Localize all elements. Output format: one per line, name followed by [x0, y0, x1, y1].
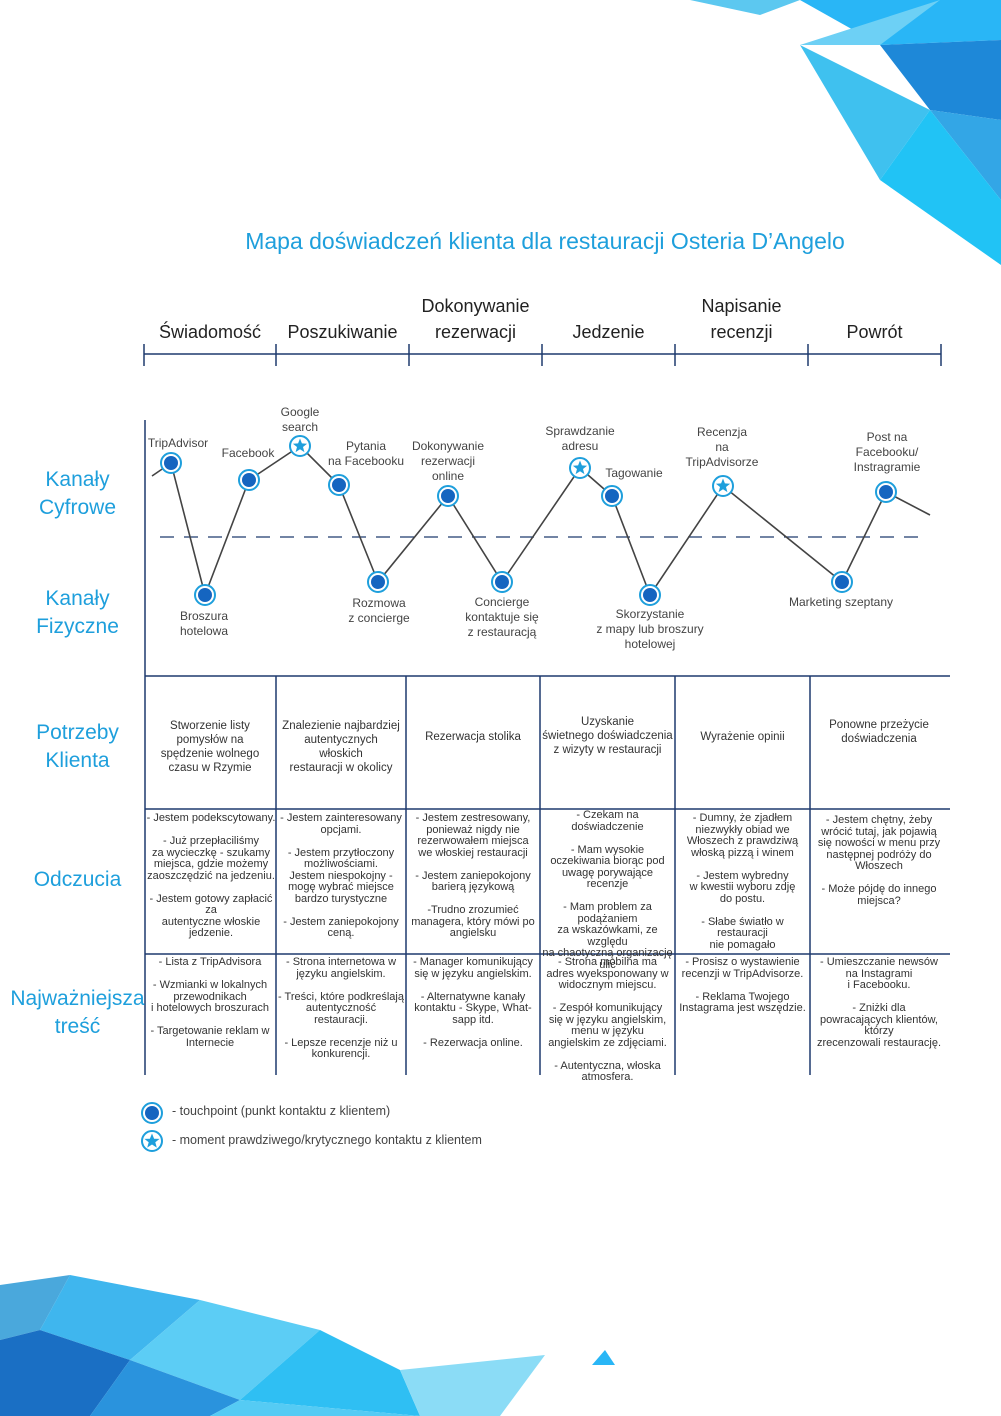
touchpoint-label: Sprawdzanie adresu	[545, 424, 615, 453]
page-title: Mapa doświadczeń klienta dla restauracji…	[245, 228, 845, 254]
polygon-shape	[880, 40, 1001, 120]
need-cell: Uzyskanie świetnego doświadczenia z wizy…	[542, 716, 673, 756]
need-cell: Stworzenie listy pomysłów na spędzenie w…	[160, 720, 260, 774]
stage-header: Powrót	[846, 322, 903, 342]
polygon-shape	[40, 1275, 200, 1360]
stage-header: Napisanie recenzji	[701, 296, 782, 342]
legend-touchpoint-text: - touchpoint (punkt kontaktu z klientem)	[172, 1104, 391, 1118]
touchpoint-label: Tagowanie	[605, 466, 663, 480]
polygon-shape	[0, 1330, 130, 1416]
row-label-needs: Potrzeby Klienta	[36, 721, 119, 772]
touchpoint-label: Broszura hotelowa	[179, 609, 229, 638]
polygon-shape	[800, 0, 940, 45]
touchpoint-label: Concierge kontaktuje się z restauracją	[465, 595, 539, 639]
row-label-feelings: Odczucia	[33, 868, 122, 891]
polygon-shape	[690, 0, 800, 15]
touchpoint-label: Rozmowa z concierge	[348, 596, 410, 625]
polygon-shape	[400, 1355, 545, 1416]
polygon-shape	[130, 1300, 320, 1400]
feeling-cell: - Jestem zainteresowany opcjami. - Jeste…	[280, 812, 402, 939]
touchpoint-label: TripAdvisor	[147, 436, 209, 450]
touchpoint-icon	[238, 469, 260, 491]
stage-header: Jedzenie	[572, 322, 645, 342]
touchpoint-label: Facebook	[221, 446, 275, 460]
content-cell: - Lista z TripAdvisora - Wzmianki w loka…	[150, 956, 270, 1049]
polygon-shape	[800, 45, 930, 180]
content-cell: - Manager komunikujący się w języku angi…	[413, 956, 533, 1049]
row-label-physical: Kanały Fizyczne	[36, 587, 119, 638]
polygon-shape	[0, 1275, 70, 1340]
touchpoint-label: Recenzja na TripAdvisorze	[685, 425, 759, 469]
row-label-content: Najważniejsza treść	[10, 987, 145, 1038]
touchpoint-icon	[194, 584, 216, 606]
stage-header: Świadomość	[158, 322, 262, 342]
feeling-cell: - Jestem podekscytowany. - Już przepłaci…	[146, 812, 276, 939]
need-cell: Wyrażenie opinii	[700, 731, 785, 743]
polygon-shape	[592, 1350, 615, 1365]
touchpoint-label: Dokonywanie rezerwacji online	[411, 439, 485, 483]
touchpoint-icon	[328, 474, 350, 496]
content-cell: - Prosisz o wystawienie recenzji w TripA…	[679, 956, 806, 1014]
polygon-shape	[90, 1360, 240, 1416]
legend-touchpoint-icon	[141, 1102, 163, 1124]
polygon-shape	[240, 1330, 420, 1416]
journey-line	[151, 444, 931, 598]
touchpoint-icon	[639, 584, 661, 606]
touchpoint-icon	[367, 571, 389, 593]
touchpoint-label: Skorzystanie z mapy lub broszury hotelow…	[596, 607, 704, 651]
moment-star-icon	[712, 475, 734, 497]
stage-header: Poszukiwanie	[287, 322, 398, 342]
touchpoint-icon	[601, 485, 623, 507]
legend-star-icon	[141, 1130, 163, 1152]
polygon-shape	[210, 1400, 420, 1416]
row-label-digital: Kanały Cyfrowe	[38, 468, 117, 519]
legend-moment-text: - moment prawdziwego/krytycznego kontakt…	[172, 1133, 482, 1147]
feeling-cell: - Jestem zestresowany, ponieważ nigdy ni…	[411, 812, 535, 939]
moment-star-icon	[289, 435, 311, 457]
touchpoint-icon	[491, 571, 513, 593]
feeling-cell: - Jestem chętny, żeby wrócić tutaj, jak …	[817, 814, 941, 907]
content-cell: - Umieszczanie newsów na Instagrami i Fa…	[816, 956, 942, 1049]
touchpoint-label: Marketing szeptany	[788, 595, 894, 609]
need-cell: Rezerwacja stolika	[425, 731, 521, 743]
need-cell: Ponowne przeżycie doświadczenia	[829, 719, 929, 745]
polygon-shape	[880, 110, 1001, 265]
content-cell: - Strona mobilna ma adres wyeksponowany …	[546, 956, 669, 1083]
touchpoint-icon	[831, 571, 853, 593]
touchpoint-icon	[875, 481, 897, 503]
feeling-cell: - Dumny, że zjadłem niezwykły obiad we W…	[686, 812, 799, 951]
touchpoint-label: Google search	[280, 405, 320, 434]
feeling-cell: - Czekam na doświadczenie - Mam wysokie …	[542, 809, 673, 971]
touchpoint-label: Pytania na Facebooku	[327, 439, 405, 468]
touchpoint-icon	[437, 485, 459, 507]
touchpoint-icon	[160, 452, 182, 474]
content-cell: - Strona internetowa w języku angielskim…	[278, 956, 404, 1060]
stage-header: Dokonywanie rezerwacji	[421, 296, 530, 342]
need-cell: Znalezienie najbardziej autentycznych wł…	[282, 720, 400, 774]
touchpoint-label: Post na Facebooku/ Instragramie	[853, 430, 921, 474]
moment-star-icon	[569, 457, 591, 479]
